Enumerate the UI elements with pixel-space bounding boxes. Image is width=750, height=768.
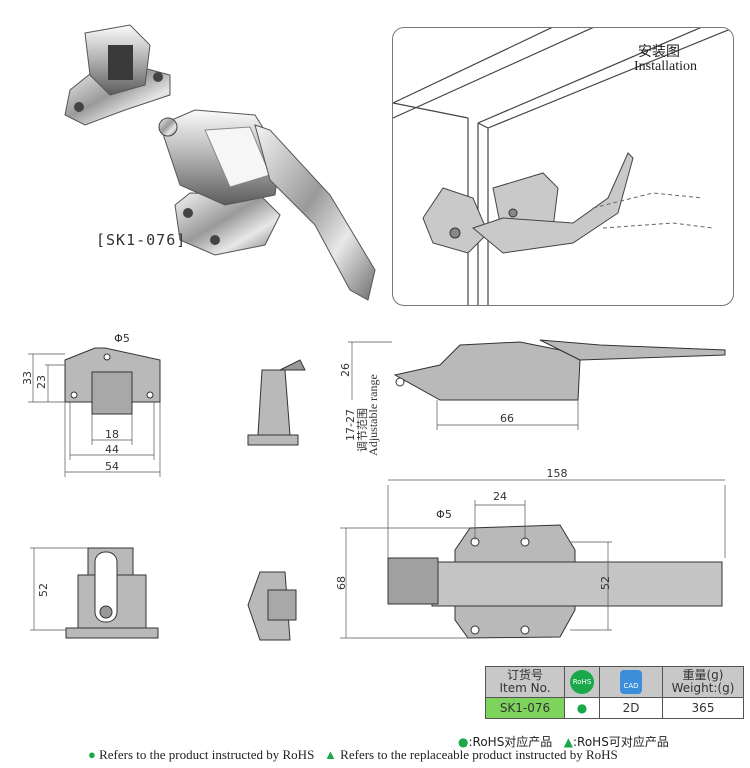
- item-no-cell: SK1-076: [485, 697, 565, 719]
- installation-drawing: [393, 28, 733, 305]
- header-weight: 重量(g) Weight:(g): [662, 666, 744, 698]
- latch-part-image: [158, 109, 376, 301]
- dim-66: 66: [500, 412, 514, 425]
- dim-adjustable-cn: 调节范围: [355, 408, 369, 452]
- rohs-icon: RoHS: [564, 666, 600, 698]
- table-row: SK1-076 ● 2D 365: [485, 697, 744, 719]
- strike-side-view: [257, 369, 291, 436]
- dim-23: 23: [35, 375, 48, 389]
- cad-type-cell: 2D: [599, 697, 663, 719]
- weight-cell: 365: [662, 697, 744, 719]
- dim-68: 68: [335, 576, 348, 590]
- legend-cn: ●:RoHS对应产品 ▲:RoHS可对应产品: [458, 735, 669, 749]
- dim-plate-52: 52: [599, 576, 612, 590]
- dim-33: 33: [21, 371, 34, 385]
- dim-hole-dia-top: Φ5: [114, 332, 130, 345]
- dim-26: 26: [339, 363, 352, 377]
- technical-drawings: Φ5 33 23 18 44 54 26 17-27 调节范围 Adjustab…: [21, 332, 726, 641]
- cad-icon: CAD: [599, 666, 663, 698]
- green-dot-icon: ●: [88, 747, 96, 762]
- rohs-mark-cell: ●: [564, 697, 600, 719]
- latch-side-view: [393, 341, 581, 401]
- installation-panel: [392, 27, 734, 306]
- dim-front-52: 52: [37, 583, 50, 597]
- product-photo: [64, 24, 376, 301]
- dim-158: 158: [547, 467, 568, 480]
- legend-en: ● Refers to the product instructed by Ro…: [88, 747, 618, 762]
- green-dot-icon: ●: [458, 735, 469, 749]
- header-item-no: 订货号 Item No.: [485, 666, 565, 698]
- dim-54: 54: [105, 460, 119, 473]
- model-label: [SK1-076]: [96, 231, 187, 249]
- strike-part-image: [64, 24, 171, 126]
- installation-title-en: Installation: [634, 59, 697, 74]
- spec-table: 订货号 Item No. RoHS CAD 重量(g) Weight:(g) S…: [485, 666, 744, 719]
- dim-18: 18: [105, 428, 119, 441]
- dim-adjustable-en: Adjustable range: [366, 374, 380, 456]
- green-triangle-icon: ▲: [563, 735, 573, 749]
- dim-hole-dia-bottom: Φ5: [436, 508, 452, 521]
- dim-adjustable-range: 17-27: [344, 409, 357, 441]
- green-triangle-icon: ▲: [324, 747, 337, 762]
- dim-24: 24: [493, 490, 507, 503]
- installation-title-cn: 安装图: [638, 44, 680, 60]
- dim-44: 44: [105, 443, 119, 456]
